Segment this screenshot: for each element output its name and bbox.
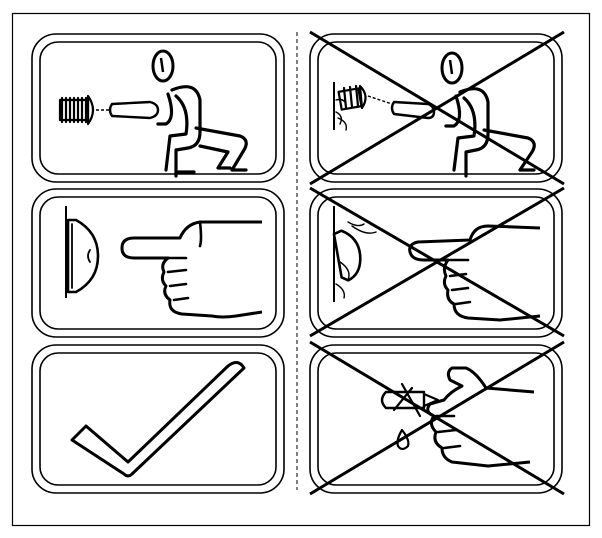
figure-with-tool-icon (333, 51, 536, 178)
panel-right-2 (309, 186, 565, 338)
prohibited-cross (309, 340, 565, 496)
panel-right-3 (309, 340, 565, 496)
hand-glue-drip-icon (380, 366, 535, 468)
sheet-border (11, 12, 591, 527)
prohibited-cross (309, 30, 565, 186)
panel-left-3 (31, 344, 285, 494)
panel-left-2 (31, 188, 285, 338)
figure-with-tool-icon (58, 49, 248, 178)
checkmark-icon (70, 361, 246, 478)
prohibited-cross (309, 186, 565, 338)
panel-right-1 (309, 30, 565, 186)
panel-left-1 (31, 33, 285, 183)
finger-press-icon (65, 206, 263, 319)
